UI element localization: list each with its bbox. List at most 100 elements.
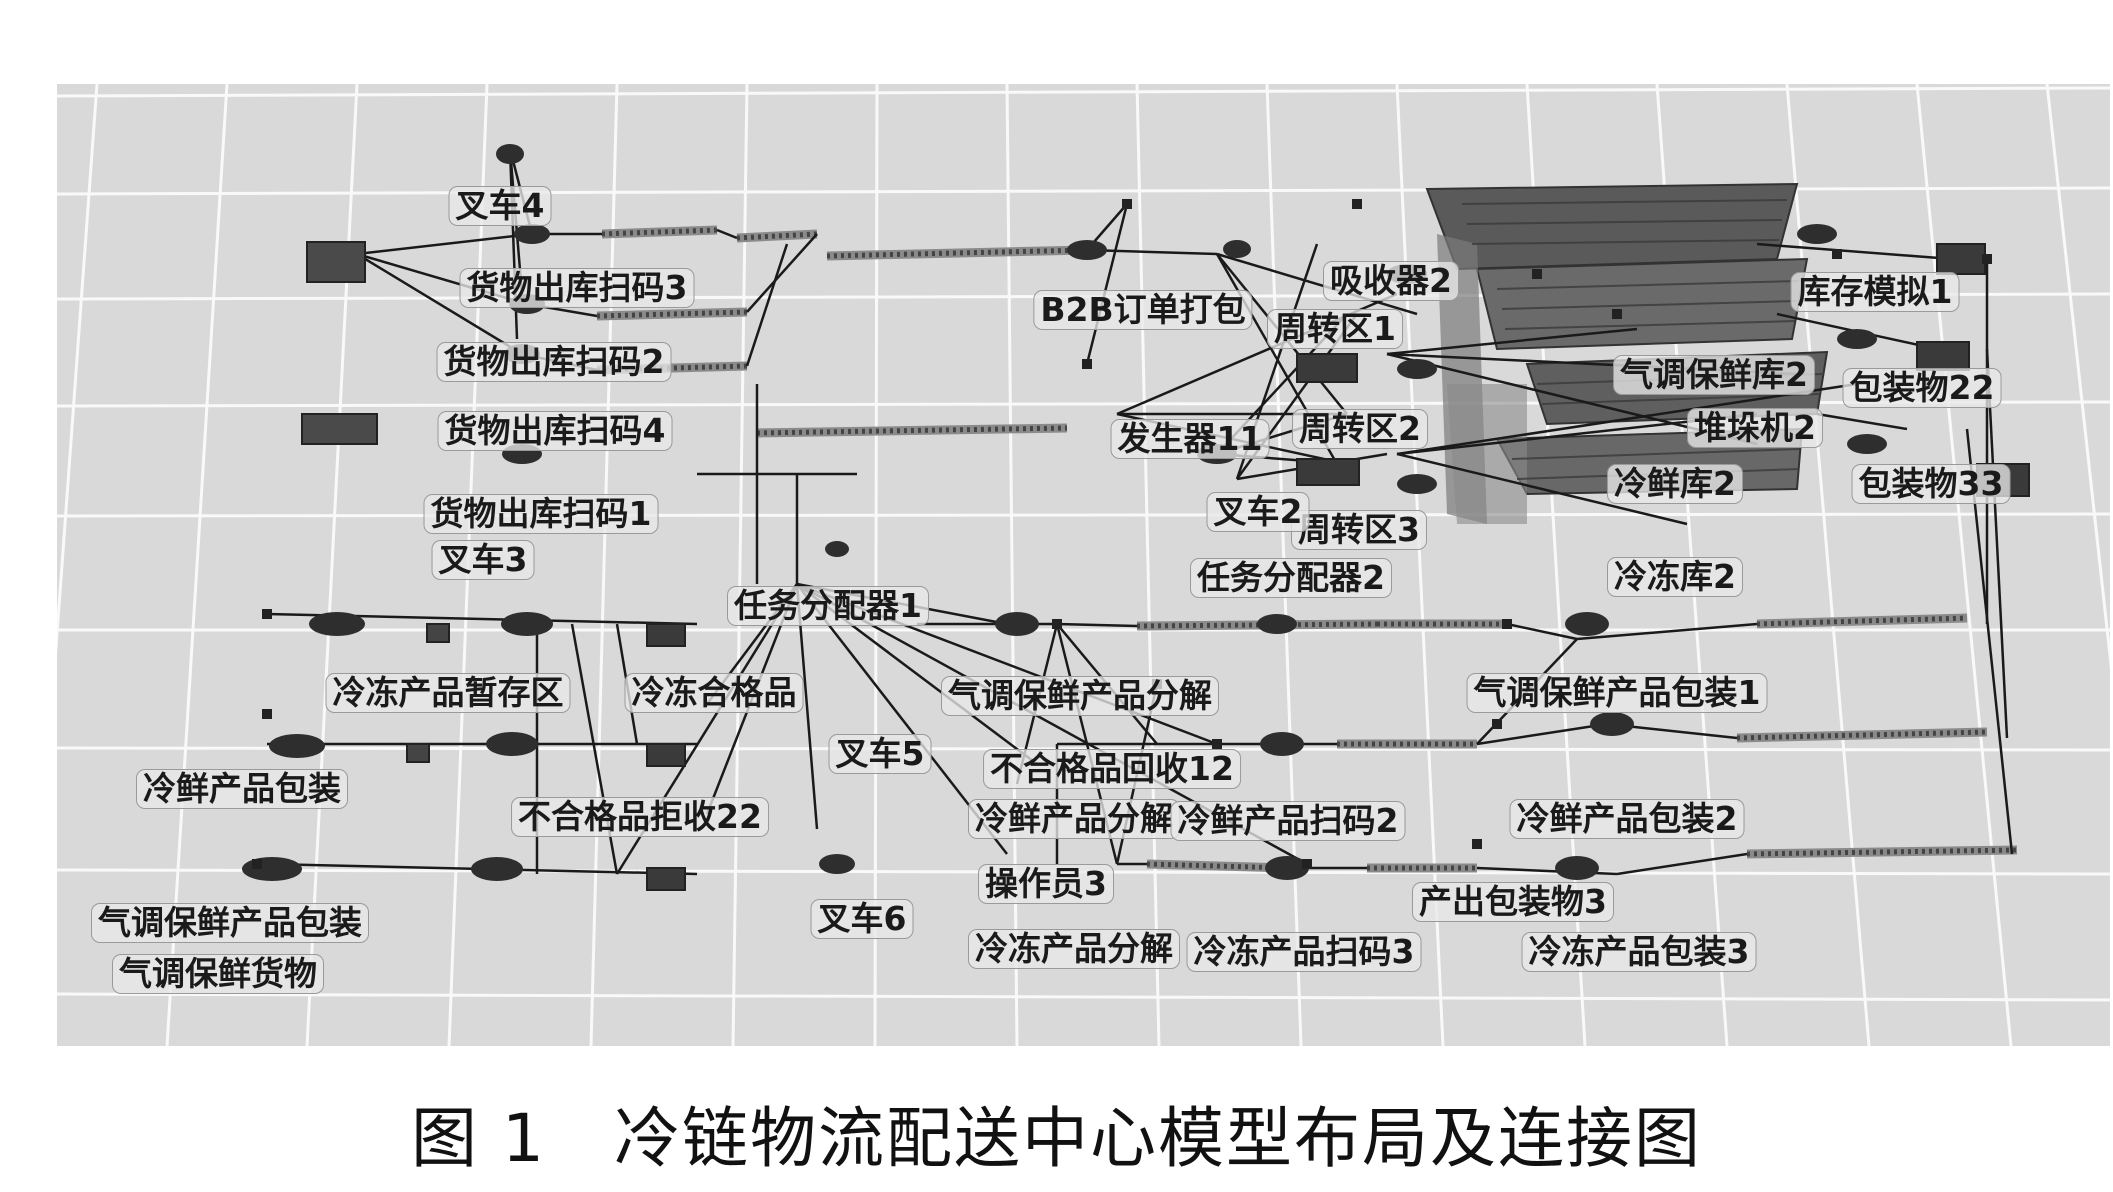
device-marker: [514, 224, 550, 244]
label-forklift5: 叉车5: [828, 734, 932, 774]
label-frozen-storage2: 冷冻库2: [1607, 557, 1743, 597]
label-inventory-model1: 库存模拟1: [1790, 272, 1960, 312]
label-out-scan4: 货物出库扫码4: [437, 411, 673, 451]
connection-line: [1476, 722, 1608, 746]
device-marker: [1223, 240, 1251, 258]
connection-line: [1086, 248, 1218, 256]
label-turnover3: 周转区3: [1291, 510, 1427, 550]
port-marker: [1472, 839, 1482, 849]
label-forklift4: 叉车4: [448, 186, 552, 226]
connection-line: [356, 232, 533, 256]
port-marker: [1492, 719, 1502, 729]
connection-line: [716, 228, 738, 240]
floor-grid: [57, 84, 2110, 1046]
label-frozen-decomp: 冷冻产品分解: [968, 929, 1180, 969]
connection-line: [1756, 242, 1953, 261]
label-stacker2: 堆垛机2: [1687, 408, 1823, 448]
equipment-box: [1936, 243, 1986, 275]
conveyor: [826, 245, 1088, 261]
device-marker: [819, 854, 855, 874]
label-chill-scan2: 冷鲜产品扫码2: [1170, 801, 1406, 841]
device-marker: [825, 541, 849, 557]
label-b2b-pack: B2B订单打包: [1033, 290, 1253, 330]
label-ca-storage2: 气调保鲜库2: [1613, 355, 1815, 395]
device-marker: [501, 612, 553, 636]
label-task-alloc2: 任务分配器2: [1190, 558, 1392, 598]
connection-lines: [266, 148, 2014, 876]
port-marker: [1122, 199, 1132, 209]
equipment-box: [646, 743, 686, 767]
label-nonconf-reject22: 不合格品拒收22: [511, 797, 769, 837]
device-marker: [1797, 224, 1837, 244]
device-marker: [1837, 329, 1877, 349]
port-marker: [262, 609, 272, 619]
label-forklift3: 叉车3: [431, 540, 535, 580]
label-forklift6: 叉车6: [810, 899, 914, 939]
conveyor-rollers: [1746, 847, 2018, 857]
device-marker: [1555, 856, 1599, 880]
connection-line: [1056, 622, 1138, 628]
label-out-scan1: 货物出库扫码1: [423, 494, 659, 534]
label-ca-goods: 气调保鲜货物: [112, 954, 324, 994]
port-marker: [262, 709, 272, 719]
device-marker: [269, 734, 325, 758]
connection-line: [746, 233, 818, 313]
device-marker: [1397, 474, 1437, 494]
equipment-box: [406, 743, 430, 763]
equipment-box: [646, 623, 686, 647]
label-nonconf-recycle12: 不合格品回收12: [983, 749, 1241, 789]
label-chill-decomp: 冷鲜产品分解: [968, 799, 1180, 839]
conveyor-rollers: [1756, 615, 1968, 627]
conveyors: [596, 225, 2018, 873]
connection-line: [356, 252, 523, 356]
equipment-box: [426, 623, 450, 643]
device-marker: [496, 144, 524, 164]
model-layout: [57, 84, 2110, 1046]
conveyor: [596, 307, 748, 321]
conveyor-rollers: [826, 247, 1088, 259]
label-out-scan2: 货物出库扫码2: [436, 342, 672, 382]
conveyor-rollers: [601, 227, 718, 237]
port-marker: [1212, 739, 1222, 749]
connection-line: [1816, 412, 1908, 431]
storage-floor: [1447, 384, 1527, 524]
conveyor-rollers: [756, 425, 1068, 436]
label-turnover1: 周转区1: [1267, 309, 1403, 349]
label-package22: 包装物22: [1842, 368, 2002, 408]
device-marker: [1565, 612, 1609, 636]
port-marker: [1612, 309, 1622, 319]
equipment-box: [1296, 353, 1358, 383]
label-ca-pack-left: 气调保鲜产品包装: [91, 903, 369, 943]
connection-line: [1616, 852, 1748, 876]
label-task-alloc1: 任务分配器1: [727, 586, 929, 626]
label-chill-storage2: 冷鲜库2: [1607, 464, 1743, 504]
equipment-box: [646, 867, 686, 891]
storage-rack: [1425, 182, 1799, 271]
conveyor: [1736, 727, 1988, 743]
label-out-scan3: 货物出库扫码3: [459, 268, 695, 308]
connection-line: [1216, 252, 1418, 316]
label-forklift2: 叉车2: [1206, 492, 1310, 532]
label-out-package3: 产出包装物3: [1412, 882, 1614, 922]
device-marker: [1397, 359, 1437, 379]
port-marker: [1532, 269, 1542, 279]
label-frozen-temp: 冷冻产品暂存区: [325, 673, 571, 713]
device-marker: [242, 857, 302, 881]
device-marker: [1847, 434, 1887, 454]
equipment-box: [306, 241, 366, 283]
figure-caption: 图 1 冷链物流配送中心模型布局及连接图: [411, 1100, 1702, 1177]
label-frozen-ok: 冷冻合格品: [624, 673, 804, 713]
storage-rack: [1475, 257, 1809, 351]
label-chill-pack-left: 冷鲜产品包装: [136, 769, 348, 809]
port-marker: [1502, 619, 1512, 629]
connection-line: [1396, 452, 1688, 526]
conveyor-rollers: [1136, 621, 1378, 629]
port-marker: [252, 859, 262, 869]
connection-line: [1085, 203, 1129, 365]
equipment-box: [1916, 341, 1970, 371]
model-canvas: 叉车4 货物出库扫码3 货物出库扫码2 货物出库扫码4 货物出库扫码1 叉车3 …: [57, 84, 2110, 1046]
device-marker: [486, 732, 538, 756]
label-operator3: 操作员3: [978, 864, 1114, 904]
connection-line: [1985, 348, 2009, 739]
device-marker: [471, 857, 523, 881]
